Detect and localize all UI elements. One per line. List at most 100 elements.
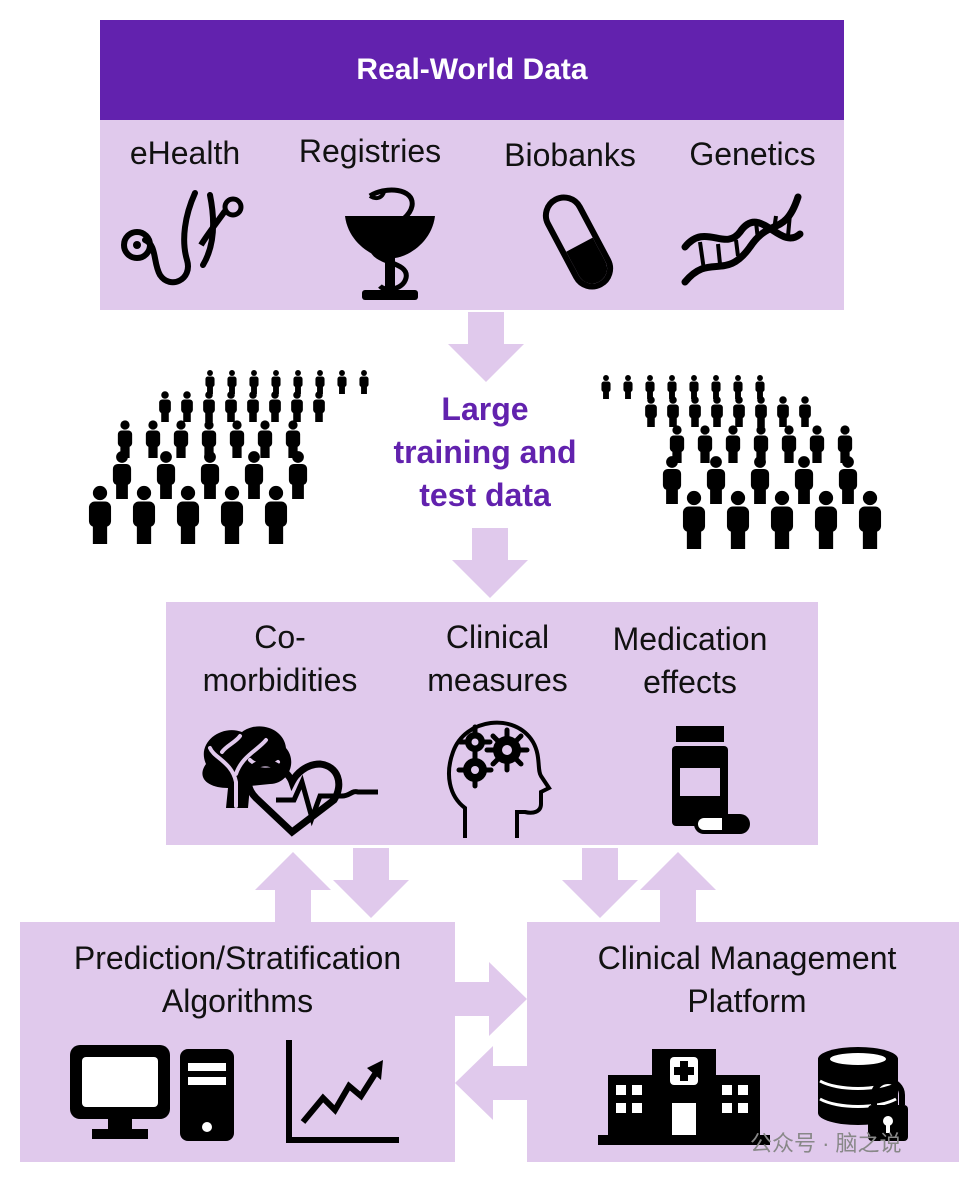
crowd-left-icon [88, 370, 369, 544]
person-icon [337, 370, 347, 394]
person-icon [733, 375, 743, 399]
person-icon [667, 396, 679, 427]
person-icon [249, 370, 259, 394]
arrow-down-2 [452, 528, 528, 598]
person-icon [689, 375, 699, 399]
person-icon [689, 396, 701, 427]
person-icon [159, 391, 171, 422]
person-icon [205, 370, 215, 394]
person-icon [645, 396, 657, 427]
rod-of-asclepius-icon [345, 187, 435, 300]
person-icon [750, 456, 770, 504]
person-icon [669, 425, 685, 463]
person-icon [359, 370, 369, 394]
measure-line: Clinical [445, 619, 550, 655]
person-icon [156, 451, 176, 499]
person-icon [200, 451, 220, 499]
arrow-left [455, 1046, 527, 1120]
crowd-right-icon [601, 375, 882, 549]
arrow-down-right [562, 848, 638, 918]
person-icon [711, 396, 723, 427]
person-icon [838, 456, 858, 504]
platform-line: Platform [687, 983, 807, 1020]
person-icon [176, 485, 200, 544]
person-icon [293, 370, 303, 394]
pill-bottle-icon [672, 726, 750, 834]
person-icon [858, 490, 882, 549]
sample-tube-icon [542, 194, 614, 290]
algorithms-label: Prediction/Stratification Algorithms [20, 937, 455, 1023]
person-icon [623, 375, 633, 399]
person-icon [706, 456, 726, 504]
person-icon [269, 391, 281, 422]
measure-label-clinical-measures: Clinical measures [405, 616, 590, 702]
source-label-genetics: Genetics [689, 136, 816, 172]
person-icon [220, 485, 244, 544]
person-icon [112, 451, 132, 499]
platform-line: Clinical Management [597, 940, 897, 976]
secure-database-icon [818, 1047, 908, 1141]
measure-line: Medication [612, 621, 768, 657]
person-icon [271, 370, 281, 394]
person-icon [227, 370, 237, 394]
person-icon [117, 420, 133, 458]
platform-label: Clinical Management Platform [527, 937, 967, 1023]
source-label-biobanks: Biobanks [504, 137, 636, 173]
person-icon [667, 375, 677, 399]
person-icon [313, 391, 325, 422]
person-icon [777, 396, 789, 427]
stethoscope-icon [121, 190, 244, 286]
head-gears-icon [447, 720, 552, 838]
person-icon [726, 490, 750, 549]
brain-heart-icon [202, 726, 378, 837]
arrow-down-1 [448, 312, 524, 382]
center-line-3: test data [419, 477, 551, 514]
person-icon [257, 420, 273, 458]
algorithms-line: Algorithms [161, 983, 314, 1020]
person-icon [132, 485, 156, 544]
person-icon [145, 420, 161, 458]
measure-line: morbidities [202, 662, 358, 699]
person-icon [682, 490, 706, 549]
person-icon [697, 425, 713, 463]
measure-line: effects [643, 664, 737, 701]
person-icon [725, 425, 741, 463]
computer-icon [70, 1045, 234, 1141]
real-world-data-header: Real-World Data [100, 20, 844, 120]
hospital-icon [598, 1049, 770, 1145]
person-icon [285, 420, 301, 458]
arrow-up-right [640, 852, 716, 922]
person-icon [781, 425, 797, 463]
person-icon [814, 490, 838, 549]
person-icon [794, 456, 814, 504]
person-icon [181, 391, 193, 422]
person-icon [203, 391, 215, 422]
source-label-registries: Registries [298, 133, 442, 169]
person-icon [291, 391, 303, 422]
person-icon [264, 485, 288, 544]
person-icon [288, 451, 308, 499]
measure-line: Co- [254, 619, 306, 655]
person-icon [809, 425, 825, 463]
person-icon [244, 451, 264, 499]
person-icon [88, 485, 112, 544]
arrow-down-left [333, 848, 409, 918]
person-icon [229, 420, 245, 458]
large-training-and-test-data-text: Large training and test data [360, 388, 610, 518]
algorithms-line: Prediction/Stratification [73, 940, 402, 976]
person-icon [601, 375, 611, 399]
center-line-1: Large [441, 391, 529, 427]
measure-label-medication-effects: Medication effects [595, 618, 785, 704]
person-icon [711, 375, 721, 399]
person-icon [799, 396, 811, 427]
person-icon [755, 375, 765, 399]
person-icon [645, 375, 655, 399]
measure-line: measures [427, 662, 568, 699]
arrow-right [455, 962, 527, 1036]
person-icon [247, 391, 259, 422]
person-icon [662, 456, 682, 504]
arrow-up-left [255, 852, 331, 922]
person-icon [837, 425, 853, 463]
measure-label-comorbidities: Co- morbidities [185, 616, 375, 702]
person-icon [770, 490, 794, 549]
